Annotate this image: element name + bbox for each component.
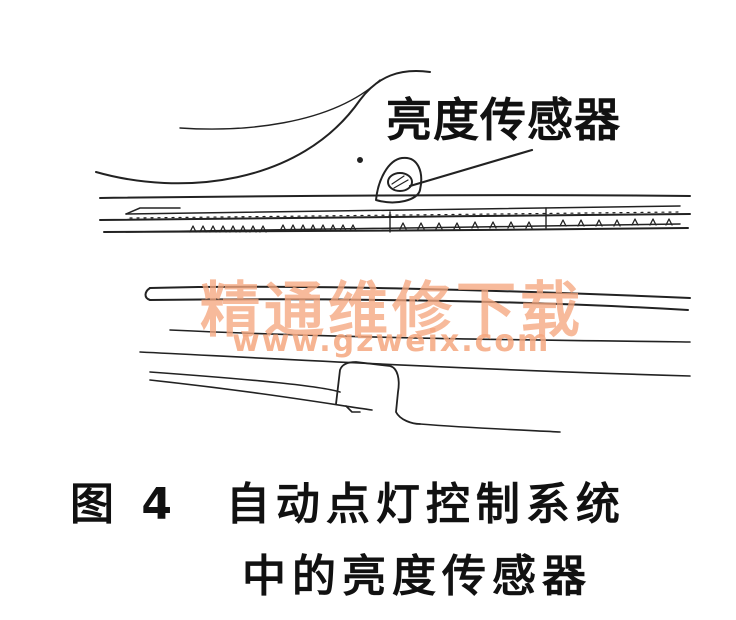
latch-inner bbox=[345, 405, 361, 413]
leader-line bbox=[408, 148, 534, 188]
sensor-dome-hatch bbox=[391, 175, 409, 189]
vent-left-end bbox=[125, 207, 181, 215]
sensor-housing bbox=[375, 156, 423, 204]
sensor-dot bbox=[357, 157, 363, 163]
trim-lower bbox=[149, 298, 689, 311]
windshield-edge-top bbox=[179, 79, 381, 130]
panel-line-1 bbox=[139, 351, 691, 377]
watermark-url: www.gzweix.com bbox=[232, 324, 551, 359]
figure-caption-line1: 图 4 自动点灯控制系统 bbox=[70, 468, 626, 532]
figure-number: 图 4 bbox=[70, 479, 178, 530]
vent-strip-top bbox=[125, 205, 681, 215]
sensor-dome bbox=[387, 172, 413, 192]
dashboard-line-2 bbox=[99, 213, 691, 221]
panel-line-2 bbox=[149, 371, 341, 393]
vent-strip-bottom bbox=[125, 223, 681, 233]
trim-long-line bbox=[169, 329, 691, 343]
trim-left-cap bbox=[144, 287, 151, 301]
dashboard-dots bbox=[129, 211, 681, 219]
figure-caption-line2: 中的亮度传感器 bbox=[242, 551, 592, 602]
panel-line-4 bbox=[419, 423, 561, 433]
watermark-brand: 精通维修下载 bbox=[200, 276, 584, 346]
panel-line-3 bbox=[149, 379, 373, 411]
dashboard-top-line bbox=[99, 194, 691, 199]
vent-teeth bbox=[189, 218, 673, 233]
windshield-edge bbox=[95, 70, 431, 185]
sensor-callout-label: 亮度传感器 bbox=[386, 93, 621, 147]
caption-title-part1: 自动点灯控制系统 bbox=[225, 479, 626, 530]
latch bbox=[335, 361, 421, 425]
trim-upper bbox=[149, 285, 691, 299]
